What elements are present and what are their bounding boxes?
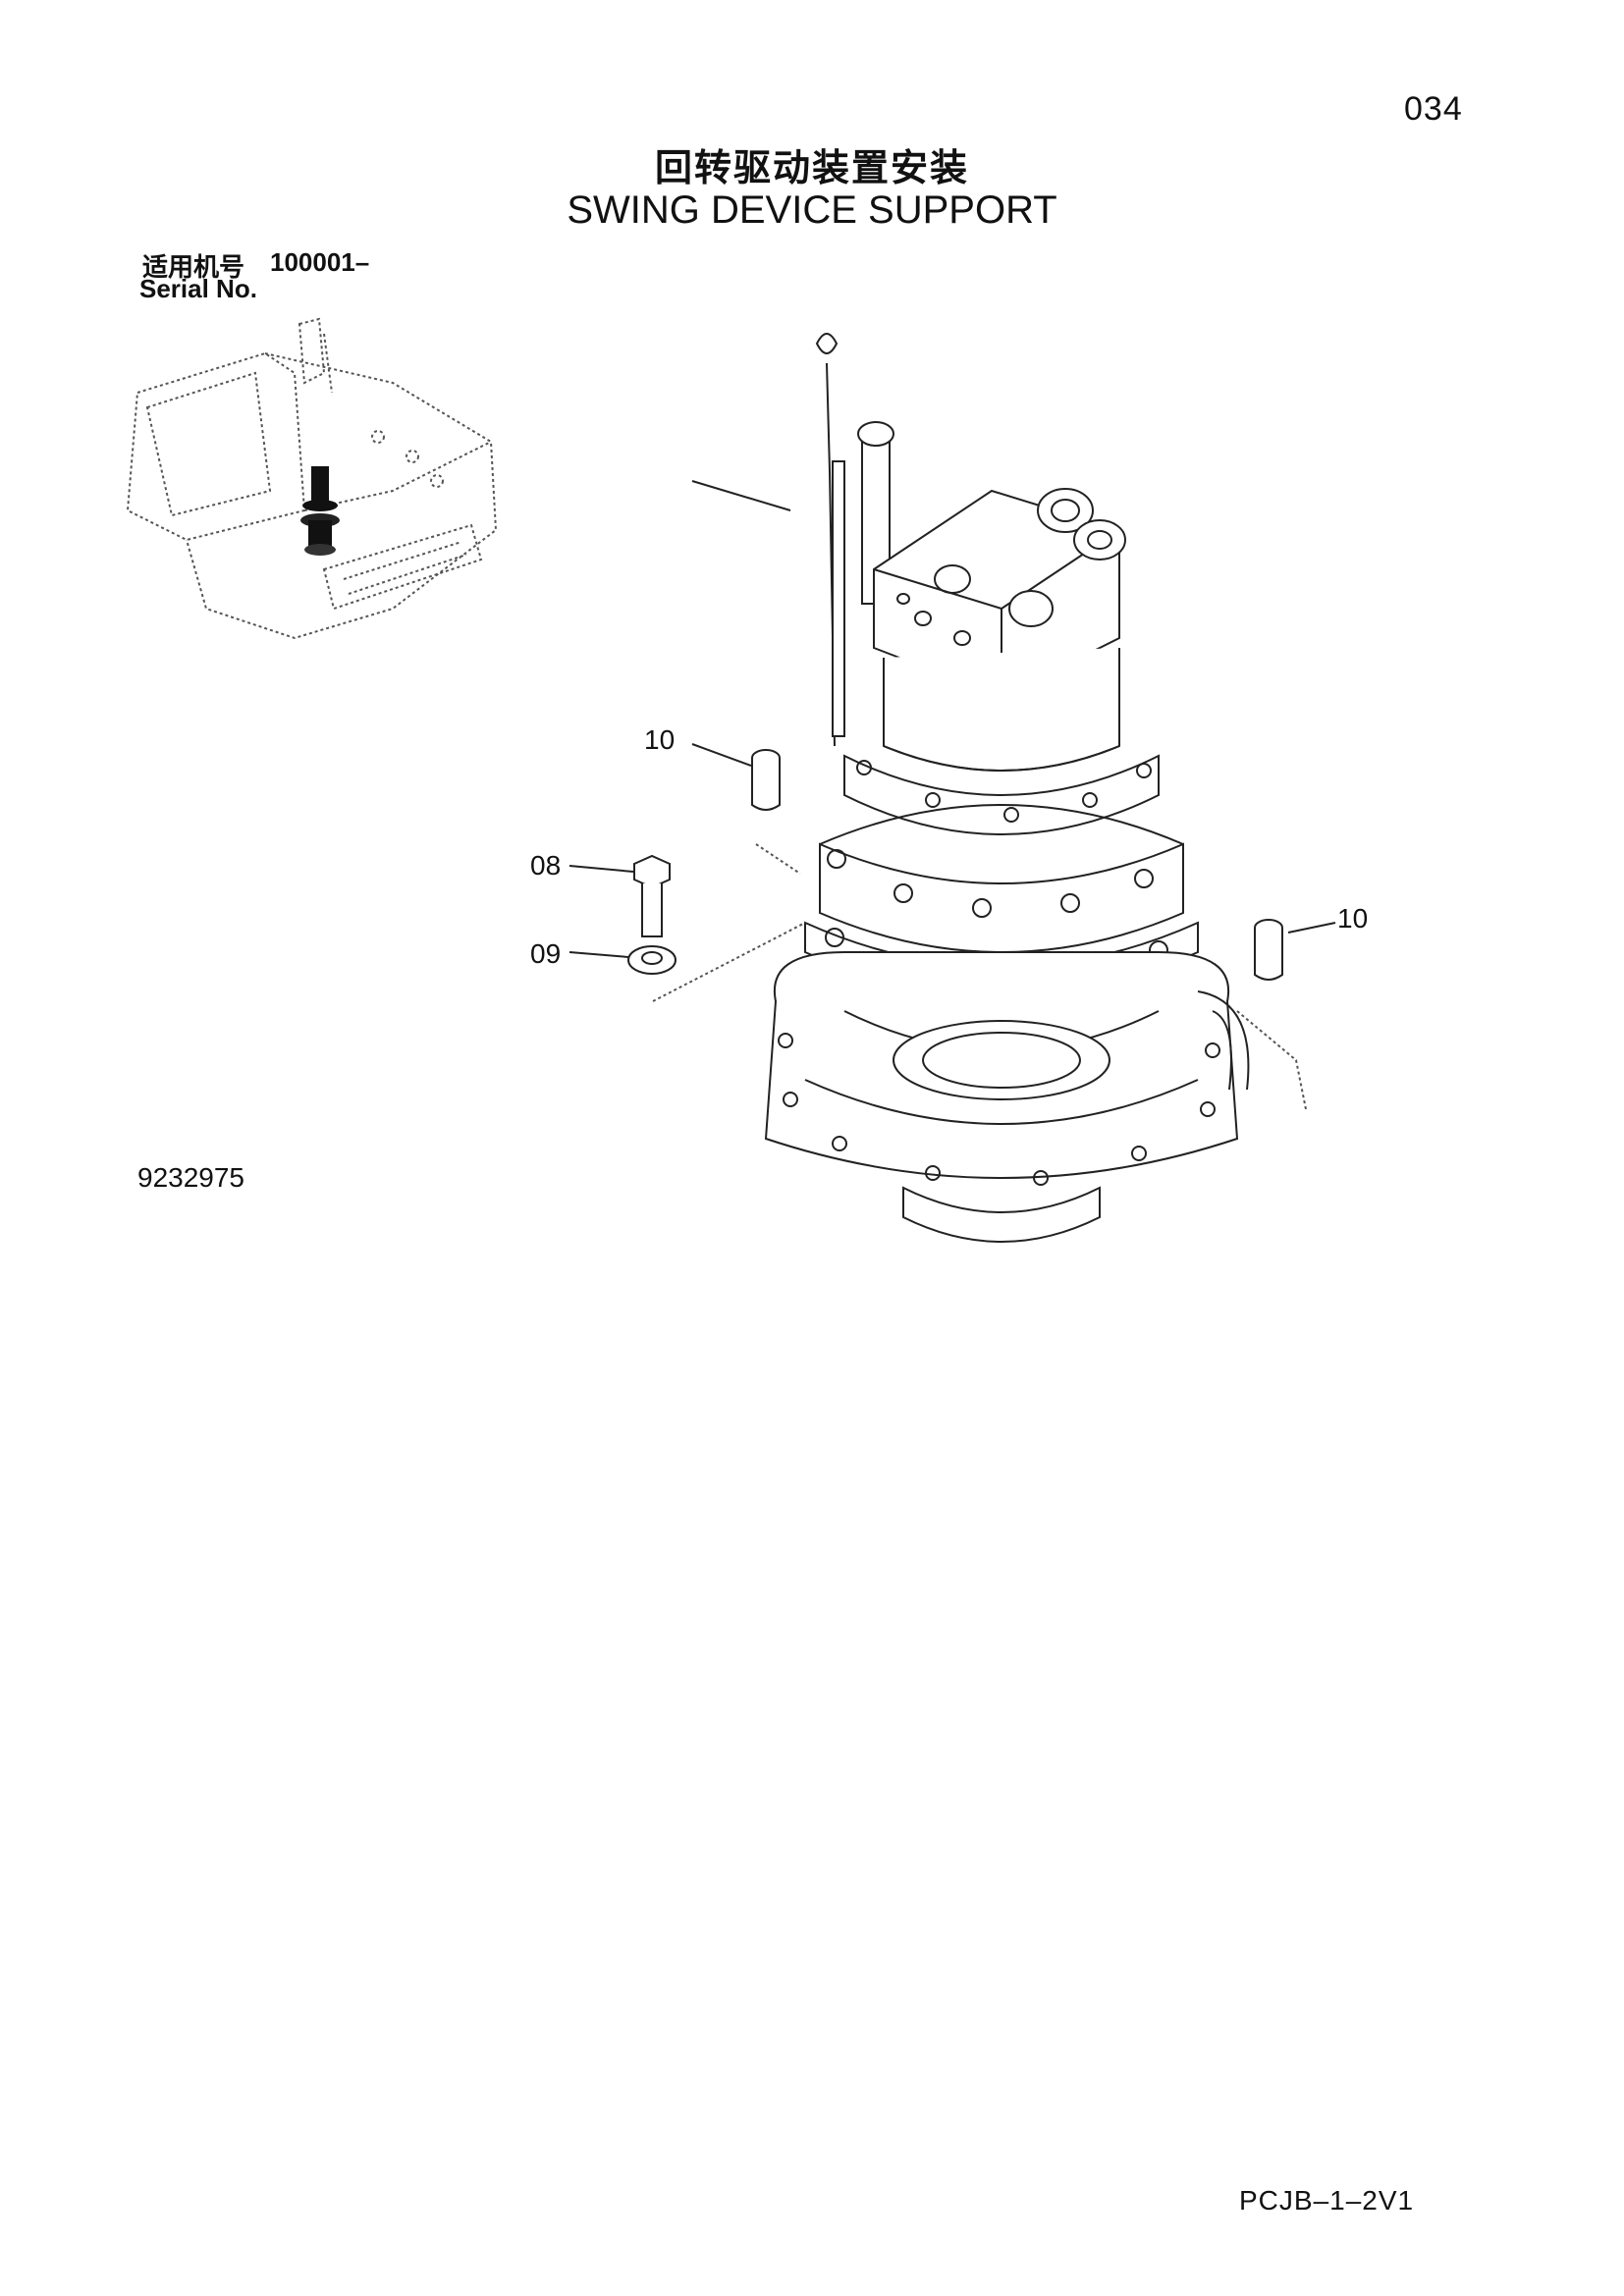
callout-part-08: 08 <box>530 850 562 881</box>
page-number: 034 <box>1404 90 1463 128</box>
serial-label-english: Serial No. <box>139 274 257 303</box>
serial-label-chinese: 适用机号 <box>142 253 245 283</box>
callout-part-09: 09 <box>530 938 562 969</box>
excavator-locator-illustration <box>126 317 498 640</box>
callout-part-10-upper: 10 <box>644 724 676 755</box>
page-title-chinese: 回转驱动装置安装 <box>654 146 969 189</box>
catalog-code: PCJB–1–2V1 <box>1239 2185 1415 2216</box>
fastener-pin-right <box>1254 919 1283 981</box>
callout-part-10-right: 10 <box>1337 903 1369 934</box>
washer-09 <box>627 945 677 975</box>
bolt-08 <box>633 854 671 937</box>
swing-device-drawing <box>691 333 1307 1243</box>
drawing-number: 9232975 <box>137 1162 245 1193</box>
serial-range: 100001– <box>270 247 370 277</box>
fastener-pin-upper <box>751 749 781 811</box>
page-title-english: SWING DEVICE SUPPORT <box>567 188 1057 232</box>
